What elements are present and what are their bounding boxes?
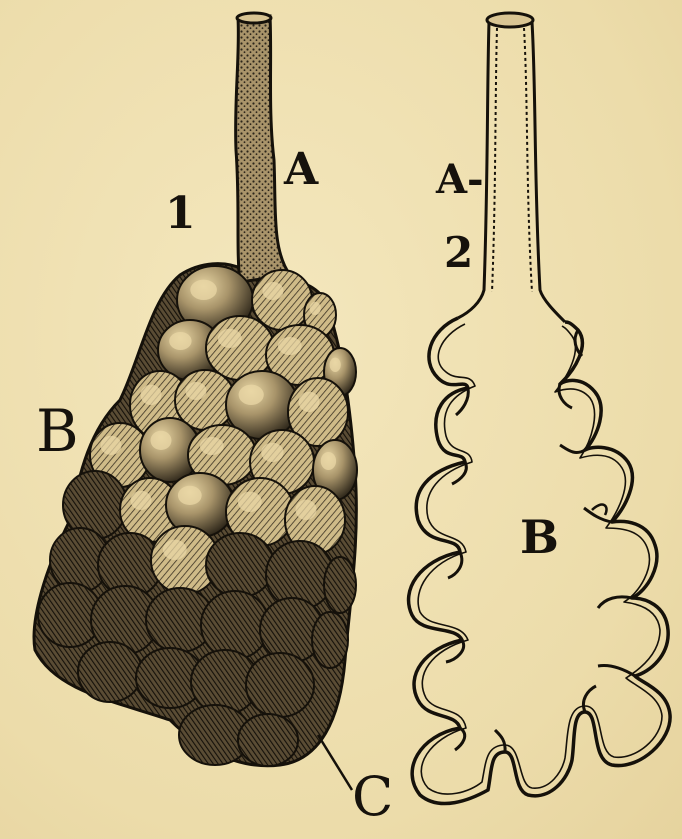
figure2-section: [409, 13, 671, 804]
alveolus-highlight: [296, 500, 317, 520]
pointer-c: [318, 735, 352, 790]
alveolus-highlight: [186, 382, 207, 400]
stalk-opening: [237, 13, 271, 23]
alveolus: [238, 714, 298, 766]
alveolus-highlight: [299, 392, 320, 412]
alveolus-highlight: [178, 486, 202, 505]
alveolus-highlight: [263, 282, 284, 300]
alveolus: [252, 270, 312, 330]
alveolus-highlight: [261, 443, 283, 462]
alveolus: [312, 612, 348, 668]
alveolus-highlight: [169, 332, 191, 350]
figure1-lobule: [34, 13, 357, 790]
alveolus: [246, 653, 314, 717]
section-opening: [487, 13, 533, 27]
figure1-label-a: A: [284, 148, 318, 192]
figure1-label-b: B: [36, 402, 79, 460]
alveolus: [201, 591, 269, 659]
alveolus-highlight: [218, 329, 242, 348]
alveolus-highlight: [330, 358, 341, 372]
alveolus-highlight: [131, 491, 152, 510]
alveolus-highlight: [321, 452, 336, 470]
figure1-number: 1: [165, 192, 196, 236]
figure2-label-a: A-: [436, 160, 484, 200]
alveolus-highlight: [141, 385, 162, 405]
alveolus-highlight: [190, 280, 217, 300]
bronchiole-stalk: [236, 16, 290, 282]
alveolus-highlight: [163, 540, 187, 560]
figure2-number: 2: [444, 232, 473, 274]
alveolus-highlight: [239, 385, 264, 405]
alveolus-highlight: [238, 492, 262, 512]
alveolus-highlight: [310, 302, 321, 315]
figure2-label-b: B: [520, 514, 559, 560]
alveolar-sacs: [38, 266, 357, 766]
alveolus: [78, 642, 142, 702]
alveolus-highlight: [101, 436, 122, 455]
alveolus-highlight: [278, 337, 302, 355]
alveolus-highlight: [151, 431, 172, 450]
alveolus: [206, 533, 274, 597]
label-c: C: [352, 770, 393, 824]
alveolus: [324, 557, 356, 613]
alveolus-highlight: [200, 437, 224, 455]
